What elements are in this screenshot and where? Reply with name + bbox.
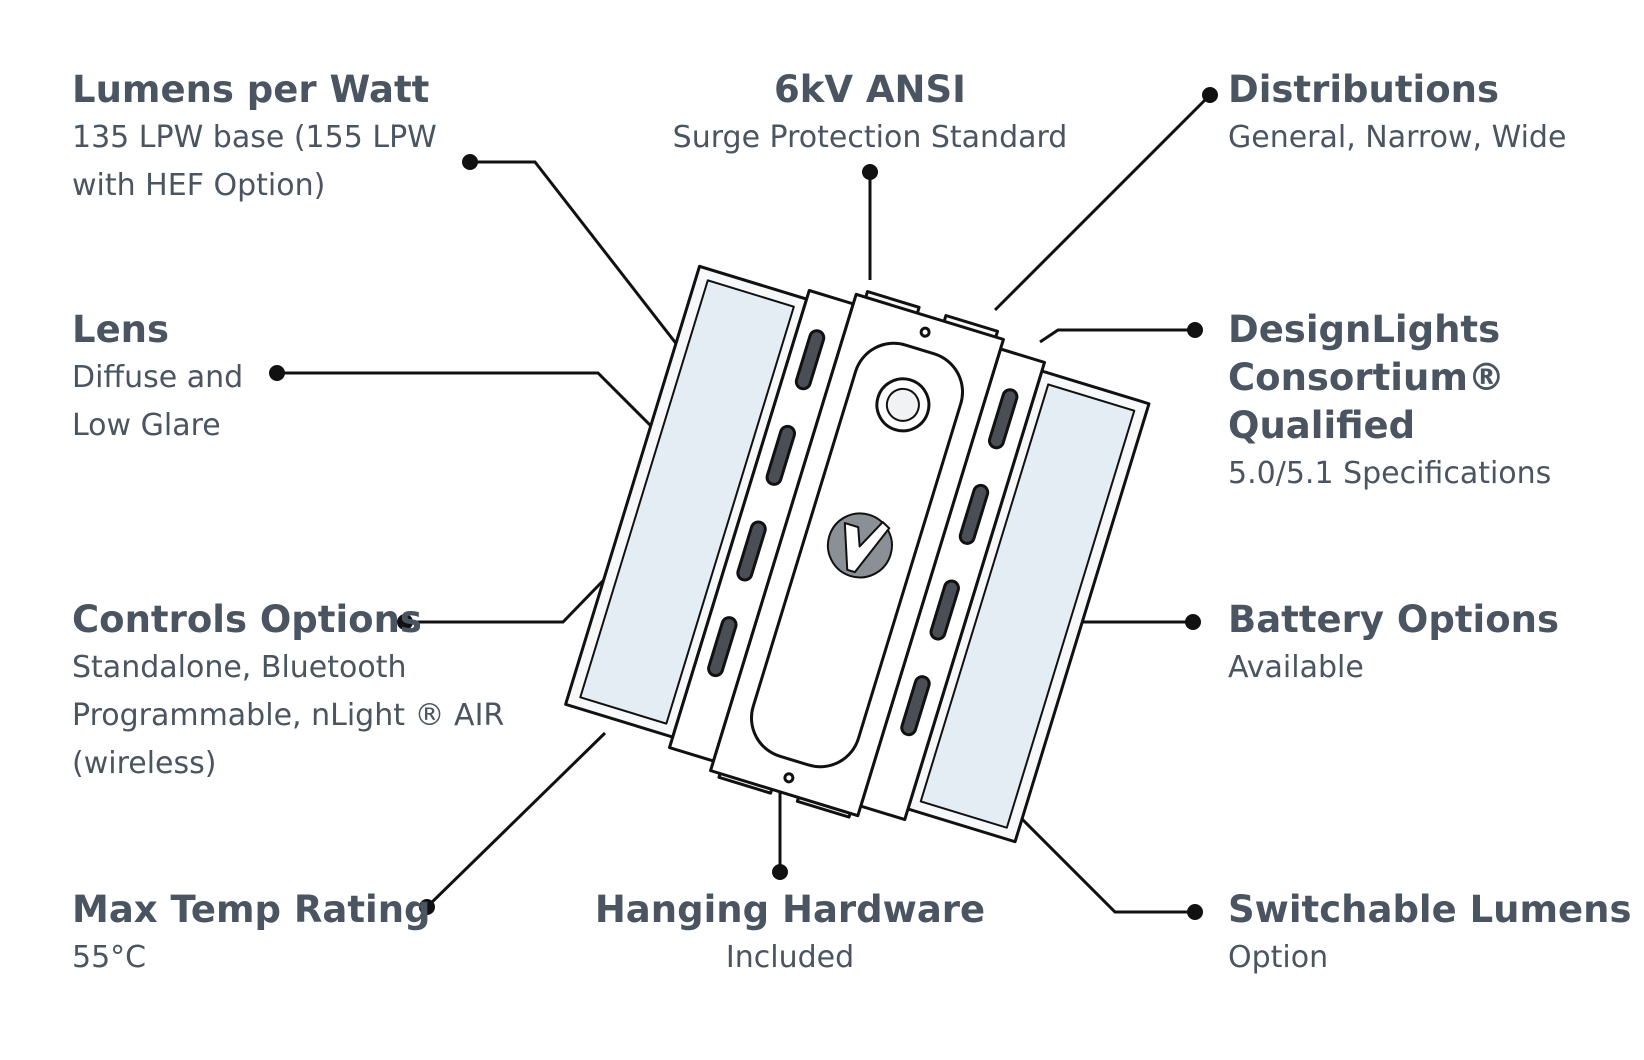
ansi-desc: Surge Protection Standard (672, 120, 1068, 155)
lumens-desc-1: 135 LPW base (155 LPW (72, 120, 437, 155)
callout-switchable-lumens: Switchable Lumens Option (1228, 886, 1632, 982)
callout-lens: Lens Diffuse and Low Glare (72, 306, 243, 450)
controls-desc-3: (wireless) (72, 746, 217, 781)
designlights-title-3: Qualified (1228, 404, 1416, 447)
controls-title: Controls Options (72, 598, 422, 641)
lumens-desc-2: with HEF Option) (72, 168, 326, 203)
callout-battery-options: Battery Options Available (1228, 596, 1559, 692)
callout-lumens-per-watt: Lumens per Watt 135 LPW base (155 LPW wi… (72, 66, 437, 210)
callout-distributions: Distributions General, Narrow, Wide (1228, 66, 1566, 162)
lens-title: Lens (72, 308, 170, 351)
right-lens (919, 383, 1136, 829)
leader-lens (277, 371, 667, 442)
left-lens (579, 279, 795, 725)
sensor-icon (875, 377, 931, 433)
leader-distributions (993, 93, 1212, 312)
maxtemp-title: Max Temp Rating (72, 888, 431, 931)
designlights-desc: 5.0/5.1 Specifications (1228, 456, 1552, 491)
maxtemp-desc: 55°C (72, 940, 147, 975)
controls-desc-1: Standalone, Bluetooth (72, 650, 407, 685)
leader-designlights (1039, 328, 1195, 344)
lens-desc-2: Low Glare (72, 408, 221, 443)
hanging-title: Hanging Hardware (594, 888, 986, 931)
v-logo-icon (826, 512, 893, 579)
leader-dots (269, 87, 1218, 920)
switchable-title: Switchable Lumens (1228, 888, 1632, 931)
callout-6kv-ansi: 6kV ANSI Surge Protection Standard (640, 66, 1100, 162)
leader-maxtemp (425, 731, 607, 909)
battery-desc: Available (1228, 650, 1364, 685)
lumens-title: Lumens per Watt (72, 68, 430, 111)
distributions-title: Distributions (1228, 68, 1500, 111)
lens-desc-1: Diffuse and (72, 360, 244, 395)
designlights-title-1: DesignLights (1228, 308, 1501, 351)
callout-controls-options: Controls Options Standalone, Bluetooth P… (72, 596, 504, 788)
switchable-desc: Option (1228, 940, 1329, 975)
ansi-title: 6kV ANSI (774, 68, 966, 111)
callout-designlights: DesignLights Consortium® Qualified 5.0/5… (1228, 306, 1551, 498)
distributions-desc: General, Narrow, Wide (1228, 120, 1567, 155)
callout-max-temp: Max Temp Rating 55°C (72, 886, 431, 982)
designlights-title-2: Consortium® (1228, 356, 1505, 399)
hanging-desc: Included (725, 940, 855, 975)
callout-hanging-hardware: Hanging Hardware Included (560, 886, 1020, 982)
fixture (564, 264, 1151, 844)
leader-lumens (470, 160, 687, 356)
battery-title: Battery Options (1228, 598, 1559, 641)
controls-desc-2: Programmable, nLight ® AIR (72, 698, 505, 733)
